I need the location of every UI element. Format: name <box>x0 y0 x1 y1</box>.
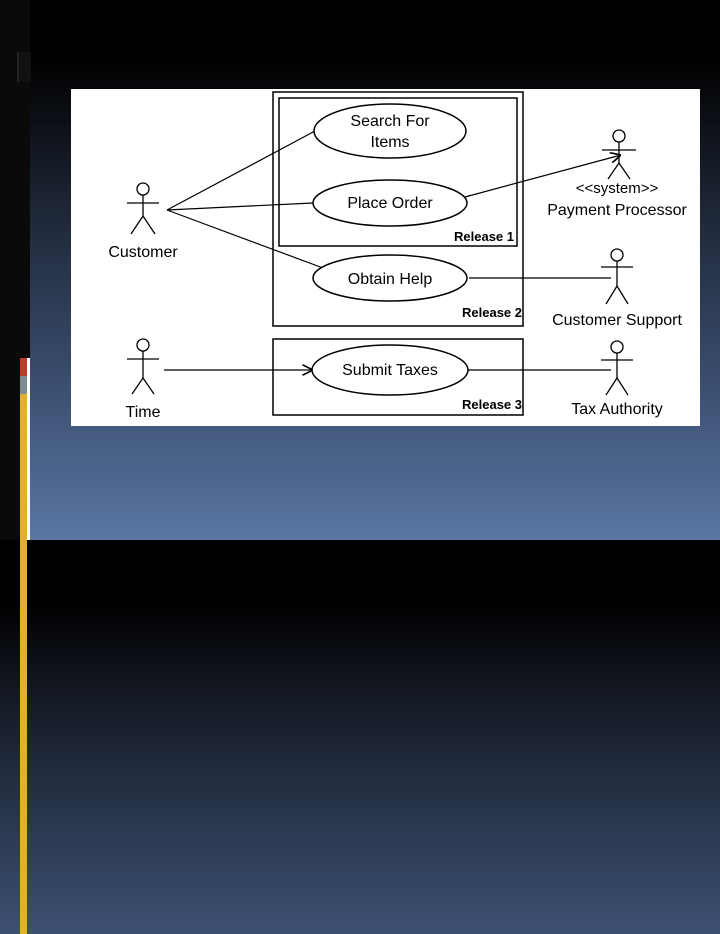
actor-payment-processor-label: Payment Processor <box>547 202 687 219</box>
actor-tax-authority-figure <box>601 340 633 396</box>
release-2-boundary <box>272 91 524 327</box>
search-label-line1: Search For <box>350 113 430 130</box>
slide-marker <box>17 52 31 82</box>
search-label-line2: Items <box>370 134 409 151</box>
use-case-place-order <box>312 179 468 227</box>
release-1-boundary <box>278 97 518 247</box>
release-3-label: Release 3 <box>462 397 522 412</box>
obtain-help-label: Obtain Help <box>348 271 433 288</box>
actor-time-label: Time <box>126 404 161 421</box>
assoc-place-order-payment <box>464 155 621 198</box>
use-case-submit-taxes <box>311 344 469 396</box>
actor-customer-figure <box>127 182 159 235</box>
actor-payment-processor-figure <box>602 129 636 180</box>
assoc-customer-place-order <box>166 202 314 211</box>
accent-bar-gray <box>20 376 27 394</box>
actor-system-stereotype: <<system>> <box>576 180 659 197</box>
release-1-label: Release 1 <box>454 229 514 244</box>
actor-tax-authority-label: Tax Authority <box>571 401 663 418</box>
actor-customer-support-figure <box>601 248 633 305</box>
actor-customer-support-label: Customer Support <box>552 312 682 329</box>
actor-time-figure <box>127 338 159 395</box>
release-2-label: Release 2 <box>462 305 522 320</box>
accent-bar-yellow <box>20 394 27 934</box>
use-case-search-for-items <box>313 103 467 159</box>
use-case-diagram-svg: Search For Items Place Order Obtain Help… <box>108 91 687 421</box>
accent-bar-white <box>27 358 30 540</box>
assoc-customer-search <box>166 130 316 211</box>
release-3-boundary <box>272 338 524 416</box>
submit-taxes-label: Submit Taxes <box>342 362 438 379</box>
use-case-obtain-help <box>312 254 468 302</box>
use-case-diagram: Search For Items Place Order Obtain Help… <box>71 89 700 426</box>
place-order-label: Place Order <box>347 195 433 212</box>
assoc-customer-obtain-help <box>166 209 324 269</box>
accent-bar-red <box>20 358 27 376</box>
actor-customer-label: Customer <box>108 244 178 261</box>
